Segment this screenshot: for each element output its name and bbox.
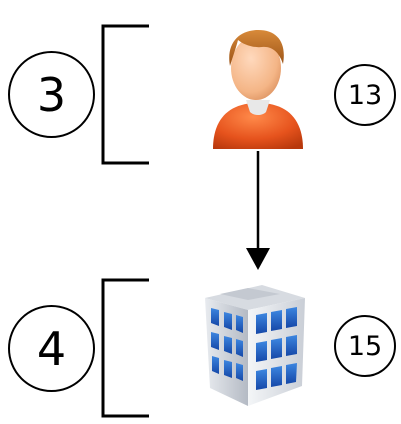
group-number-person: 3 <box>8 51 95 138</box>
lower-bracket <box>101 278 149 418</box>
person-icon <box>213 29 303 149</box>
item-number-building: 15 <box>334 315 396 377</box>
arrow-head <box>246 248 270 270</box>
item-number-person: 13 <box>334 64 396 126</box>
upper-bracket <box>101 24 149 165</box>
group-number-building: 4 <box>8 305 95 392</box>
office-building-icon <box>205 285 305 406</box>
